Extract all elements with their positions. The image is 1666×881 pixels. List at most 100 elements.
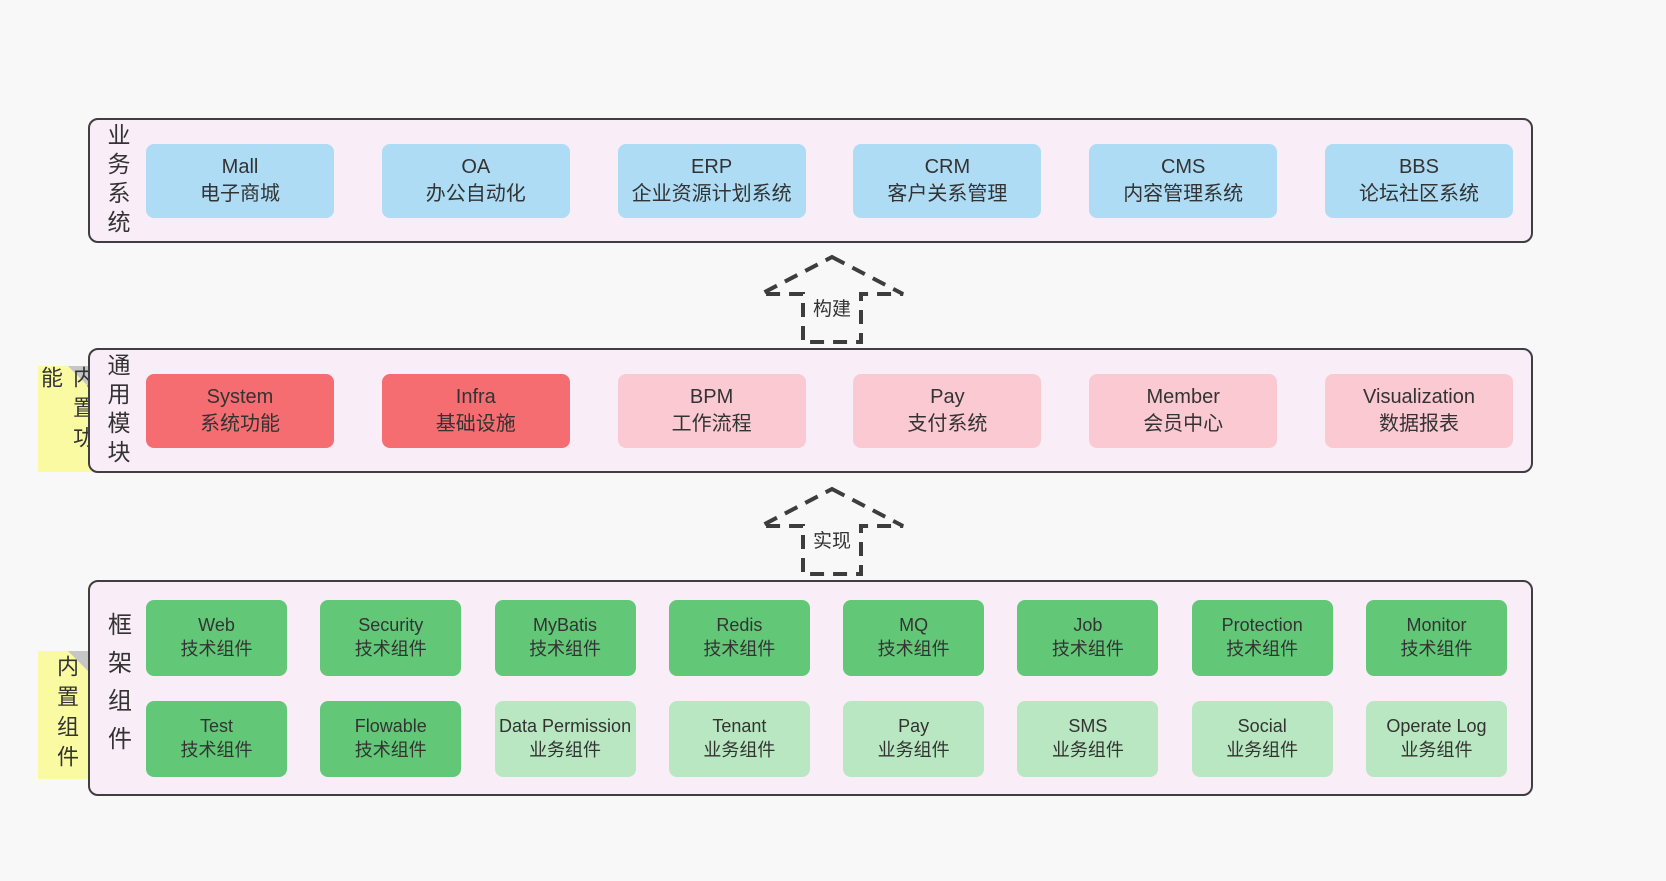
box-desc: 技术组件: [1226, 638, 1299, 659]
box-name: Visualization: [1363, 386, 1475, 409]
box-desc: 技术组件: [1400, 638, 1473, 659]
box-test: Test 技术组件: [146, 700, 287, 777]
box-desc: 业务组件: [703, 739, 776, 760]
layer-title: 业务系统: [104, 122, 130, 239]
box-mq: MQ 技术组件: [843, 599, 985, 676]
box-tenant: Tenant 业务组件: [668, 700, 810, 777]
box-name: CMS: [1160, 156, 1206, 179]
box-name: Web: [198, 615, 235, 636]
box-desc: 技术组件: [354, 739, 427, 760]
layer-common-modules: 通用模块 System 系统功能 Infra 基础设施 BPM 工作流程 Pay…: [88, 348, 1533, 473]
layer-title: 通用模块: [104, 352, 130, 469]
box-name: ERP: [691, 156, 733, 179]
components-boxes-grid: Web 技术组件 Security 技术组件 MyBatis 技术组件 Redi…: [144, 582, 1531, 794]
box-desc: 会员中心: [1143, 412, 1224, 435]
box-desc: 技术组件: [1051, 638, 1124, 659]
box-name: Tenant: [712, 716, 767, 737]
box-redis: Redis 技术组件: [668, 599, 810, 676]
box-desc: 办公自动化: [425, 182, 526, 205]
box-system: System 系统功能: [146, 373, 334, 448]
box-desc: 业务组件: [1226, 739, 1299, 760]
components-row-2: Test 技术组件 Flowable 技术组件 Data Permission …: [146, 700, 1507, 777]
box-visualization: Visualization 数据报表: [1324, 373, 1513, 448]
layer-business-systems: 业务系统 Mall 电子商城 OA 办公自动化 ERP 企业资源计划系统 CRM…: [88, 118, 1533, 243]
box-cms: CMS 内容管理系统: [1089, 143, 1278, 218]
box-job: Job 技术组件: [1017, 599, 1159, 676]
box-infra: Infra 基础设施: [381, 373, 570, 448]
box-desc: 系统功能: [200, 412, 280, 435]
box-desc: 数据报表: [1378, 412, 1459, 435]
box-pay-system: Pay 支付系统: [853, 373, 1042, 448]
box-web: Web 技术组件: [146, 599, 287, 676]
box-desc: 业务组件: [877, 739, 950, 760]
box-desc: 业务组件: [529, 739, 602, 760]
box-desc: 技术组件: [877, 638, 950, 659]
box-social: Social 业务组件: [1191, 700, 1333, 777]
box-desc: 客户关系管理: [887, 182, 1008, 205]
box-desc: 企业资源计划系统: [631, 182, 792, 205]
box-name: Test: [199, 716, 233, 737]
box-desc: 技术组件: [354, 638, 427, 659]
box-monitor: Monitor 技术组件: [1365, 599, 1507, 676]
box-name: Pay: [930, 386, 965, 409]
arrow-label: 实现: [809, 526, 855, 553]
sticky-note-label: 内置功能: [38, 366, 95, 456]
box-name: CRM: [924, 156, 971, 179]
box-name: Data Permission: [499, 716, 632, 737]
box-desc: 工作流程: [671, 412, 752, 435]
layer-framework-components: 框架组件 Web 技术组件 Security 技术组件 MyBatis 技术组件…: [88, 580, 1533, 796]
box-name: MyBatis: [533, 615, 598, 636]
box-name: MQ: [899, 615, 929, 636]
arrow-up-build-icon: 构建: [757, 254, 907, 346]
box-oa: OA 办公自动化: [381, 143, 570, 218]
box-desc: 基础设施: [435, 412, 516, 435]
box-desc: 业务组件: [1400, 739, 1473, 760]
box-protection: Protection 技术组件: [1191, 599, 1333, 676]
box-name: Mall: [221, 156, 259, 179]
box-desc: 技术组件: [180, 638, 253, 659]
box-desc: 支付系统: [907, 412, 988, 435]
box-name: Social: [1237, 716, 1287, 737]
box-desc: 论坛社区系统: [1358, 182, 1479, 205]
box-name: Job: [1073, 615, 1103, 636]
box-erp: ERP 企业资源计划系统: [617, 143, 806, 218]
sticky-note-built-in-features: 内置功能: [38, 366, 95, 472]
box-bpm: BPM 工作流程: [617, 373, 806, 448]
sticky-note-built-in-components: 内置组件: [38, 651, 94, 779]
box-name: SMS: [1068, 716, 1108, 737]
box-name: Operate Log: [1386, 716, 1487, 737]
box-sms: SMS 业务组件: [1017, 700, 1159, 777]
box-name: Security: [358, 615, 424, 636]
box-name: Protection: [1221, 615, 1303, 636]
box-desc: 电子商城: [200, 182, 280, 205]
box-bbs: BBS 论坛社区系统: [1324, 143, 1513, 218]
business-boxes-row: Mall 电子商城 OA 办公自动化 ERP 企业资源计划系统 CRM 客户关系…: [144, 120, 1531, 241]
box-name: OA: [461, 156, 491, 179]
box-desc: 技术组件: [703, 638, 776, 659]
box-desc: 技术组件: [529, 638, 602, 659]
box-name: BPM: [689, 386, 734, 409]
box-name: Flowable: [354, 716, 427, 737]
box-name: Member: [1146, 386, 1220, 409]
arrow-label: 构建: [809, 294, 855, 321]
arrow-up-implement-icon: 实现: [757, 486, 907, 578]
components-row-1: Web 技术组件 Security 技术组件 MyBatis 技术组件 Redi…: [146, 599, 1507, 676]
box-mall: Mall 电子商城: [146, 143, 334, 218]
box-name: Infra: [455, 386, 496, 409]
sticky-note-label: 内置组件: [54, 655, 79, 775]
box-desc: 内容管理系统: [1123, 182, 1244, 205]
box-data-permission: Data Permission 业务组件: [494, 700, 636, 777]
box-pay-component: Pay 业务组件: [843, 700, 985, 777]
box-name: Pay: [898, 716, 930, 737]
box-security: Security 技术组件: [320, 599, 462, 676]
box-member: Member 会员中心: [1089, 373, 1278, 448]
box-name: BBS: [1398, 156, 1439, 179]
box-mybatis: MyBatis 技术组件: [494, 599, 636, 676]
box-name: Redis: [716, 615, 763, 636]
box-desc: 技术组件: [180, 739, 253, 760]
box-name: Monitor: [1406, 615, 1467, 636]
box-crm: CRM 客户关系管理: [853, 143, 1042, 218]
modules-boxes-row: System 系统功能 Infra 基础设施 BPM 工作流程 Pay 支付系统…: [144, 350, 1531, 471]
box-desc: 业务组件: [1051, 739, 1124, 760]
